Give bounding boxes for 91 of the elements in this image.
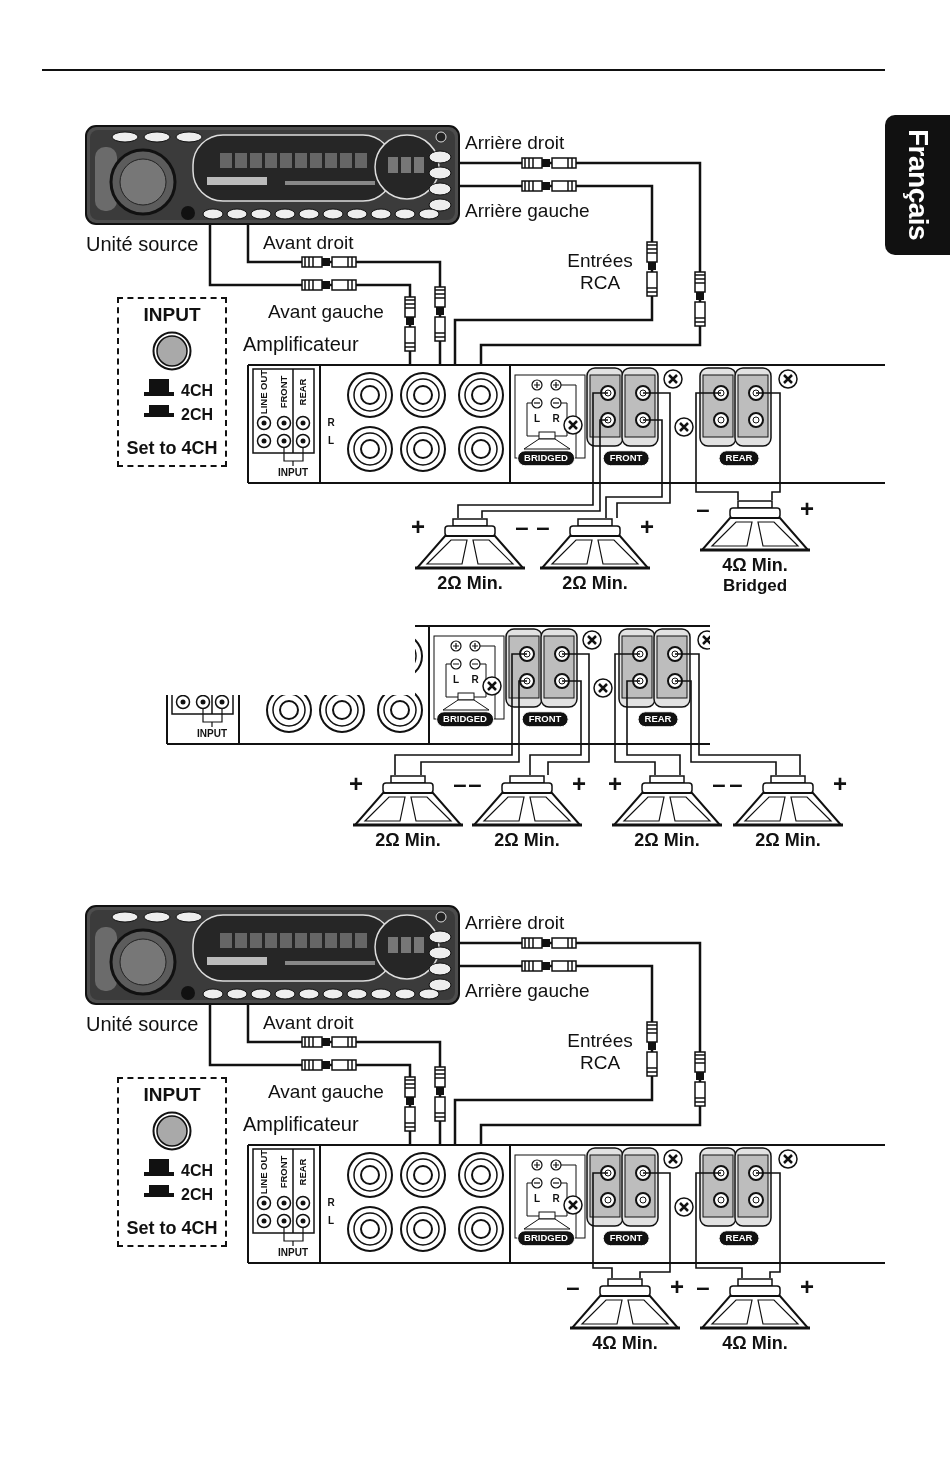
speaker-wire: [481, 482, 601, 519]
polarity-sign: +: [800, 497, 814, 521]
polarity-sign: –: [468, 772, 482, 796]
unit-caption: Unité source: [86, 233, 199, 255]
panel-label: FRONT: [279, 1155, 289, 1189]
polarity-sign: +: [833, 772, 847, 796]
speaker-wire: [547, 743, 590, 776]
terminal-tag: REAR: [718, 1230, 760, 1246]
polarity-sign: –: [515, 515, 529, 539]
speaker-wire: [698, 743, 801, 776]
speaker-wire: [605, 482, 663, 519]
impedance-caption: 2Ω Min.: [755, 831, 821, 851]
speaker-wire: [690, 743, 777, 776]
polarity-sign: +: [670, 1275, 684, 1299]
panel-label: R: [552, 1194, 560, 1204]
speaker-wire: [771, 482, 781, 501]
speaker-wire: [639, 1262, 671, 1279]
panel-label: LINE OUT: [259, 369, 269, 415]
polarity-sign: –: [453, 772, 467, 796]
speaker-wire: [695, 1262, 743, 1279]
polarity-sign: –: [712, 772, 726, 796]
panel-label: L: [327, 1216, 335, 1226]
input-caption: Entrées RCA: [566, 250, 634, 294]
rca-cable: [453, 964, 654, 1145]
polarity-sign: –: [696, 497, 710, 521]
terminal-tag: FRONT: [602, 450, 650, 466]
speaker-wire: [616, 482, 671, 519]
input-mode-panel: INPUT 4CH 2CH Set to 4CH: [117, 1077, 227, 1247]
panel-label: REAR: [298, 378, 308, 406]
rca-cable: [460, 161, 702, 365]
speaker-wire: [457, 482, 594, 519]
terminal-tag: REAR: [718, 450, 760, 466]
panel-label: L: [533, 1194, 541, 1204]
unit-caption: Unité source: [86, 1013, 199, 1035]
panel-label: R: [471, 675, 479, 685]
panel-label: L: [533, 414, 541, 424]
unit-caption: Amplificateur: [243, 1113, 359, 1135]
panel-label: R: [327, 1198, 335, 1208]
panel-label: INPUT: [278, 1248, 308, 1258]
polarity-sign: –: [566, 1275, 580, 1299]
speaker-wire: [769, 1262, 781, 1279]
terminal-tag: FRONT: [602, 1230, 650, 1246]
polarity-sign: +: [640, 515, 654, 539]
speaker-wire: [695, 482, 739, 501]
panel-label: L: [327, 436, 335, 446]
impedance-caption: 2Ω Min.: [494, 831, 560, 851]
panel-label: LINE OUT: [259, 1149, 269, 1195]
rca-cable: [246, 225, 442, 365]
impedance-caption: 2Ω Min.: [634, 831, 700, 851]
unit-caption: Amplificateur: [243, 333, 359, 355]
impedance-caption: 4Ω Min.: [592, 1334, 658, 1354]
panel-label: REAR: [298, 1158, 308, 1186]
speaker-wire: [592, 1262, 613, 1279]
speaker-wire: [394, 743, 513, 776]
panel-label: L: [452, 675, 460, 685]
terminal-tag: FRONT: [521, 711, 569, 727]
input-mode-panel: INPUT 4CH 2CH Set to 4CH: [117, 297, 227, 467]
polarity-sign: +: [411, 515, 425, 539]
panel-label: R: [327, 418, 335, 428]
polarity-sign: +: [608, 772, 622, 796]
polarity-sign: –: [536, 515, 550, 539]
terminal-tag: BRIDGED: [517, 450, 575, 466]
polarity-sign: +: [572, 772, 586, 796]
panel-label: R: [552, 414, 560, 424]
polarity-sign: +: [800, 1275, 814, 1299]
polarity-sign: –: [696, 1275, 710, 1299]
speaker-wire: [626, 743, 681, 776]
impedance-caption: Bridged: [722, 577, 788, 596]
rca-cable: [246, 1005, 442, 1145]
speaker-wire: [614, 743, 656, 776]
panel-label: INPUT: [197, 729, 227, 739]
impedance-caption: 2Ω Min.: [562, 574, 628, 594]
terminal-tag: BRIDGED: [436, 711, 494, 727]
input-caption: Entrées RCA: [566, 1030, 634, 1074]
rca-cable: [208, 225, 412, 365]
polarity-sign: +: [349, 772, 363, 796]
language-tab: Français: [885, 115, 950, 255]
rca-cable: [208, 1005, 412, 1145]
rca-cable: [453, 184, 654, 365]
panel-label: INPUT: [278, 468, 308, 478]
impedance-caption: 4Ω Min.: [722, 1334, 788, 1354]
rca-cable: [460, 941, 702, 1145]
panel-label: FRONT: [279, 375, 289, 409]
speaker-wire: [529, 743, 582, 776]
impedance-caption: 4Ω Min.: [722, 556, 788, 576]
terminal-tag: REAR: [637, 711, 679, 727]
impedance-caption: 2Ω Min.: [375, 831, 441, 851]
polarity-sign: –: [729, 772, 743, 796]
terminal-tag: BRIDGED: [517, 1230, 575, 1246]
impedance-caption: 2Ω Min.: [437, 574, 503, 594]
speaker-wire: [420, 743, 520, 776]
